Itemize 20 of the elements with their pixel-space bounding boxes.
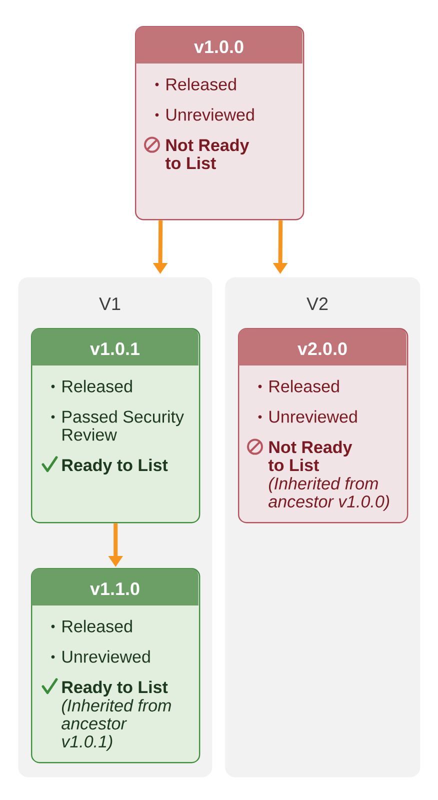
- list-item: Unreviewed: [62, 650, 150, 663]
- list-item: Released: [62, 380, 132, 392]
- status-text: Not Ready to List: [268, 440, 352, 472]
- group-title: V2: [306, 297, 328, 310]
- card-header: v1.0.0: [136, 26, 302, 64]
- card-header: v1.1.0: [32, 568, 198, 606]
- list-item: Released: [270, 380, 339, 392]
- list-item: Passed Security Review: [62, 410, 184, 441]
- card-header: v1.0.1: [32, 328, 198, 366]
- status-text: Ready to List: [62, 458, 168, 475]
- list-item: Released: [166, 78, 236, 90]
- status-text: Ready to List: [62, 680, 168, 697]
- card-header: v2.0.0: [238, 328, 406, 366]
- list-item: Unreviewed: [166, 108, 254, 121]
- status-text: Not Ready to List: [165, 138, 250, 170]
- note-text: (Inherited from ancestor v1.0.0): [268, 477, 390, 511]
- group-title: V1: [99, 298, 120, 310]
- note-text: (Inherited from ancestor v1.0.1): [62, 699, 171, 751]
- list-item: Released: [62, 620, 132, 632]
- list-item: Unreviewed: [270, 410, 357, 423]
